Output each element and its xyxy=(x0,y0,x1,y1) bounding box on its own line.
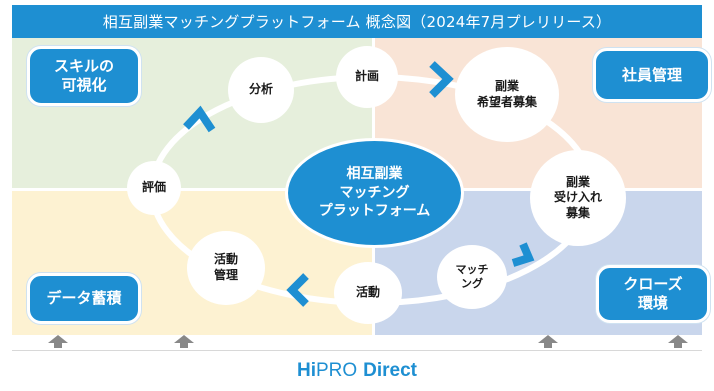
up-arrow-icon xyxy=(668,335,688,348)
logo-hi: Hi xyxy=(296,360,316,381)
arrow-activity-to-management-icon xyxy=(286,273,309,307)
node-applicant-recruitment: 副業 希望者募集 xyxy=(455,47,559,142)
node-acceptance-recruitment: 副業 受け入れ 募集 xyxy=(530,150,626,246)
up-arrow-icon xyxy=(538,335,558,348)
center-matching-platform: 相互副業 マッチング プラットフォーム xyxy=(285,138,464,248)
node-activity-management: 活動 管理 xyxy=(187,231,265,305)
corner-skill-visualization: スキルの 可視化 xyxy=(27,46,141,106)
up-arrow-icon xyxy=(48,335,68,348)
arrow-plan-to-applicants-icon xyxy=(429,61,454,98)
logo-direct: Direct xyxy=(363,360,418,381)
corner-closed-environment: クローズ 環境 xyxy=(596,265,710,323)
node-activity: 活動 xyxy=(334,262,402,324)
node-plan: 計画 xyxy=(336,46,398,108)
page-title: 相互副業マッチングプラットフォーム 概念図（2024年7月プレリリース） xyxy=(12,5,702,38)
corner-employee-management: 社員管理 xyxy=(593,48,711,102)
node-evaluation: 評価 xyxy=(127,161,181,215)
corner-data-accumulation: データ蓄積 xyxy=(27,273,141,324)
arrow-accept-to-matching-icon xyxy=(511,242,535,267)
node-matching: マッチ ング xyxy=(437,245,507,309)
arrow-evaluation-to-analysis-icon xyxy=(183,105,216,133)
up-arrow-icon xyxy=(174,335,194,348)
node-analysis: 分析 xyxy=(228,57,294,123)
logo-pro: PRO xyxy=(315,360,358,381)
upward-arrows xyxy=(48,335,688,348)
